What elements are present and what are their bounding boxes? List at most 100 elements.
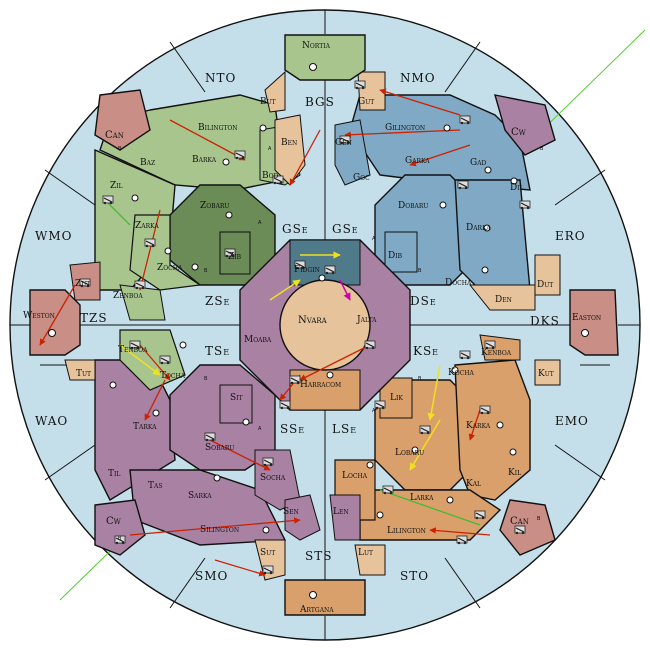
coast-markers: b a a b b a b a b b a b b <box>118 144 544 542</box>
province-easton[interactable] <box>569 289 619 356</box>
province-len[interactable] <box>329 494 361 541</box>
province-ben[interactable] <box>274 114 306 186</box>
label-bod: Bod <box>262 171 279 181</box>
label-tzs: TZS <box>80 311 108 325</box>
province-cw-sw[interactable] <box>94 499 146 556</box>
label-gse-left: GSe <box>282 222 309 236</box>
svg-text:a: a <box>258 218 262 226</box>
label-sarka: Sarka <box>188 491 212 501</box>
label-can-se: Can <box>510 516 529 527</box>
label-moaba: Moaba <box>244 335 272 345</box>
label-wao: WAO <box>35 414 68 428</box>
label-sts: STS <box>305 549 332 563</box>
label-karka: Karka <box>466 421 491 431</box>
label-tarka: Tarka <box>133 422 157 432</box>
region-ne <box>334 71 561 311</box>
label-dks: DKS <box>530 314 560 328</box>
province-kut[interactable] <box>534 359 561 386</box>
sea-labels: NTO NMO BGS WMO ERO TZS DKS WAO EMO SMO … <box>35 71 589 583</box>
label-gse-right: GSe <box>332 222 359 236</box>
svg-text:a: a <box>372 406 376 414</box>
province-sit[interactable] <box>219 384 253 424</box>
region-sw <box>64 329 321 581</box>
province-den[interactable] <box>468 284 536 311</box>
svg-text:b: b <box>118 534 122 542</box>
label-weston: Weston <box>23 311 55 321</box>
label-barka: Barka <box>192 155 217 165</box>
label-zil: Zil <box>110 181 123 191</box>
label-easton: Easton <box>572 313 601 323</box>
label-gilington: Gilington <box>385 123 425 133</box>
province-artgana[interactable] <box>284 579 366 616</box>
label-nmo: NMO <box>400 71 436 85</box>
label-dil: Dil <box>510 183 524 193</box>
label-socha: Socha <box>260 473 286 483</box>
province-cw-ne[interactable] <box>494 94 556 156</box>
label-dib: Dib <box>388 251 403 261</box>
label-ben: Ben <box>281 138 297 148</box>
province-nvara[interactable] <box>279 279 371 371</box>
label-zse: ZSe <box>205 294 230 308</box>
svg-text:a: a <box>258 424 262 432</box>
province-harracom[interactable] <box>289 369 361 411</box>
province-tut[interactable] <box>64 359 96 381</box>
inner-sea-borders <box>80 80 570 580</box>
province-dib[interactable] <box>384 231 418 273</box>
label-til: Til <box>108 469 120 479</box>
svg-text:b: b <box>204 266 208 274</box>
label-artgana: Artgana <box>299 605 334 615</box>
label-tse: TSe <box>205 344 230 358</box>
label-goc: Goc <box>353 173 370 183</box>
svg-text:b: b <box>537 514 541 522</box>
label-bilington: Bilington <box>198 123 238 133</box>
label-jalta: Jalta <box>356 315 377 325</box>
label-sen: Sen <box>283 507 299 517</box>
label-emo: EMO <box>555 414 589 428</box>
label-kal: Kal <box>466 479 481 489</box>
svg-text:a: a <box>372 234 376 242</box>
province-darka[interactable] <box>454 179 531 291</box>
label-darka: Darka <box>466 223 491 233</box>
svg-text:a: a <box>268 144 272 152</box>
label-tenboa: Tenboa <box>118 345 148 355</box>
svg-text:b: b <box>418 374 422 382</box>
label-silington: Silington <box>200 525 239 535</box>
label-zobaru: Zobaru <box>200 201 230 211</box>
supply-centers <box>48 63 589 599</box>
region-se <box>329 334 561 576</box>
province-sut[interactable] <box>254 539 286 581</box>
label-baz: Baz <box>140 158 155 168</box>
province-fidgin[interactable] <box>289 239 361 286</box>
province-kil[interactable] <box>454 359 531 501</box>
province-can-se[interactable] <box>499 499 556 556</box>
svg-text:b: b <box>418 266 422 274</box>
label-tas: Tas <box>148 481 162 491</box>
label-zarka: Zarka <box>135 221 159 231</box>
label-tocha: Tocha <box>160 371 186 381</box>
province-dut[interactable] <box>534 254 561 296</box>
province-weston[interactable] <box>29 289 81 356</box>
label-dse: DSe <box>410 294 437 308</box>
province-but[interactable] <box>264 70 286 113</box>
label-ero: ERO <box>555 229 586 243</box>
province-nortia[interactable] <box>284 34 366 81</box>
label-sse: SSe <box>280 422 305 436</box>
province-labels: Nortia Artgana Weston Easton Can Cw Cw C… <box>23 41 601 615</box>
label-bgs: BGS <box>305 95 335 109</box>
label-larka: Larka <box>410 493 434 503</box>
label-garka: Garka <box>405 156 430 166</box>
label-nvara: Nvara <box>298 315 328 326</box>
label-can-nw: Can <box>105 130 124 141</box>
label-nortia: Nortia <box>302 41 331 51</box>
label-kil: Kil <box>508 468 521 478</box>
label-zib: Zib <box>228 252 242 262</box>
label-sut: Sut <box>260 548 275 558</box>
label-dobaru: Dobaru <box>398 201 428 211</box>
province-can-nw[interactable] <box>94 89 151 151</box>
province-sen[interactable] <box>284 494 321 541</box>
province-lut[interactable] <box>354 544 386 576</box>
label-docha: Docha <box>445 278 472 288</box>
sea-borders <box>10 10 640 640</box>
province-zenboa[interactable] <box>119 284 166 321</box>
